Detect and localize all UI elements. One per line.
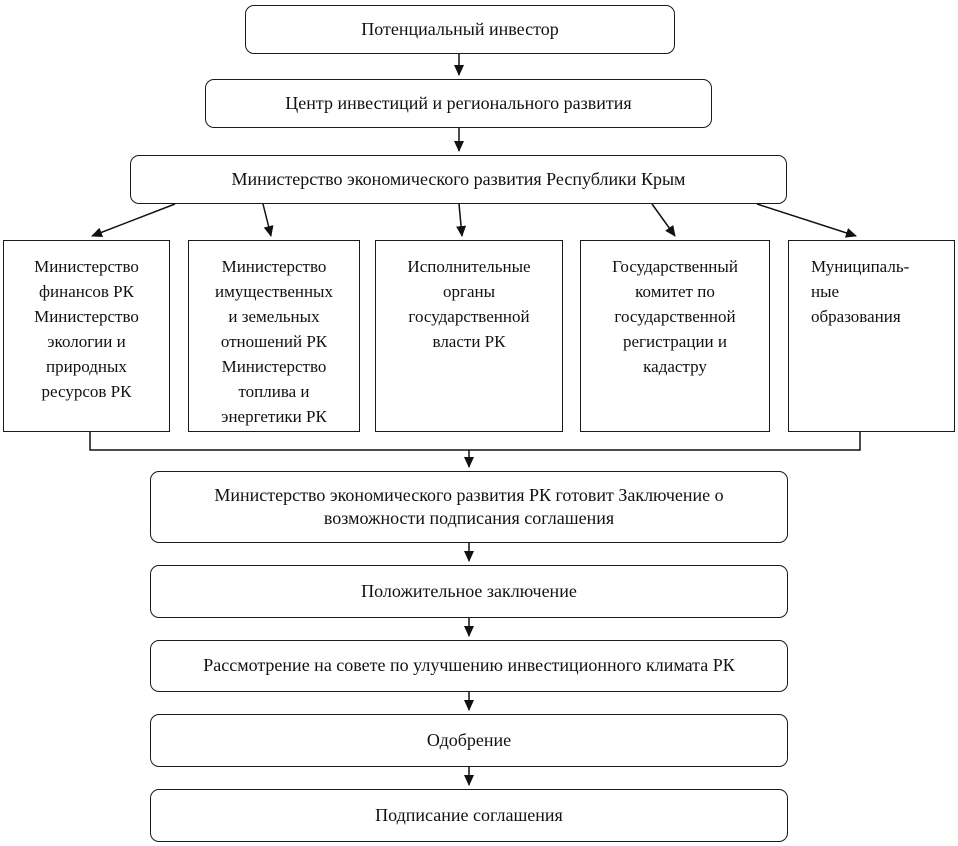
node-ministry-property-fuel: Министерство имущественных и земельных о…	[188, 240, 360, 432]
connector-branches-merge	[89, 432, 861, 451]
arrow-ministry-to-executive	[456, 203, 467, 237]
node-municipalities: Муниципаль- ные образования	[788, 240, 955, 432]
node-conclusion-preparation: Министерство экономического развития РК …	[150, 471, 788, 543]
node-ministry-finance-ecology: Министерство финансов РК Министерство эк…	[3, 240, 170, 432]
arrow-ministry-to-property	[262, 203, 274, 237]
node-approval: Одобрение	[150, 714, 788, 767]
node-ministry-economy: Министерство экономического развития Рес…	[130, 155, 787, 204]
node-investment-center: Центр инвестиций и регионального развити…	[205, 79, 712, 128]
arrow-ministry-to-committee	[651, 203, 676, 237]
node-council-review: Рассмотрение на совете по улучшению инве…	[150, 640, 788, 692]
arrow-ministry-to-municipal	[756, 203, 857, 238]
node-potential-investor: Потенциальный инвестор	[245, 5, 675, 54]
node-executive-bodies: Исполнительные органы государственной вл…	[375, 240, 563, 432]
node-state-committee-registry: Государственный комитет по государственн…	[580, 240, 770, 432]
node-agreement-signing: Подписание соглашения	[150, 789, 788, 842]
node-positive-conclusion: Положительное заключение	[150, 565, 788, 618]
arrow-ministry-to-finance	[91, 203, 176, 238]
